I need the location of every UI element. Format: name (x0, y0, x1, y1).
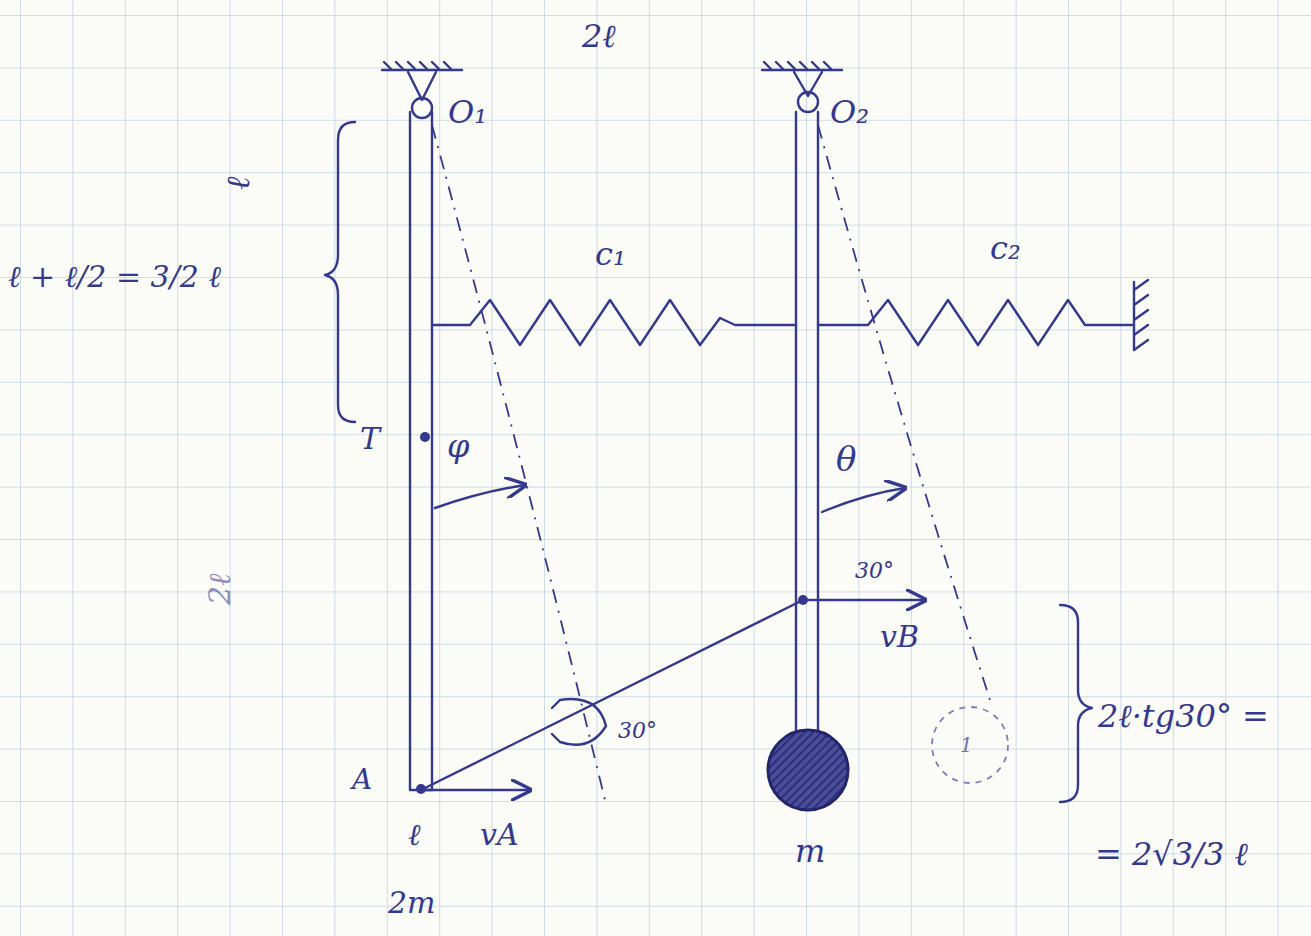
point-label: T (360, 424, 380, 454)
dimension-label: ℓ (408, 820, 421, 850)
pivot-label: O₂ (830, 96, 869, 128)
mass-label: 2m (388, 888, 436, 918)
point-label: A (352, 766, 372, 794)
mass-label: m (795, 835, 825, 867)
spring-label: c₁ (595, 238, 626, 270)
velocity-label: vA (480, 820, 519, 850)
callout-number: 1 (960, 735, 973, 755)
angle-label: 30° (618, 720, 657, 742)
angle-label: φ (447, 430, 469, 462)
angle-label: 30° (855, 560, 894, 582)
dimension-label: 2ℓ (205, 573, 235, 605)
spring-label: c₂ (990, 232, 1021, 264)
dimension-label: 2ℓ·tg30° = (1098, 700, 1269, 732)
dimension-label: ℓ + ℓ/2 = 3/2 ℓ (8, 262, 221, 292)
dimension-label: ℓ (222, 177, 254, 190)
angle-label: θ (836, 442, 856, 476)
pivot-label: O₁ (448, 96, 487, 128)
dimension-label: 2ℓ (582, 20, 616, 52)
dimension-label: = 2√3/3 ℓ (1095, 838, 1248, 870)
velocity-label: vB (880, 622, 919, 652)
